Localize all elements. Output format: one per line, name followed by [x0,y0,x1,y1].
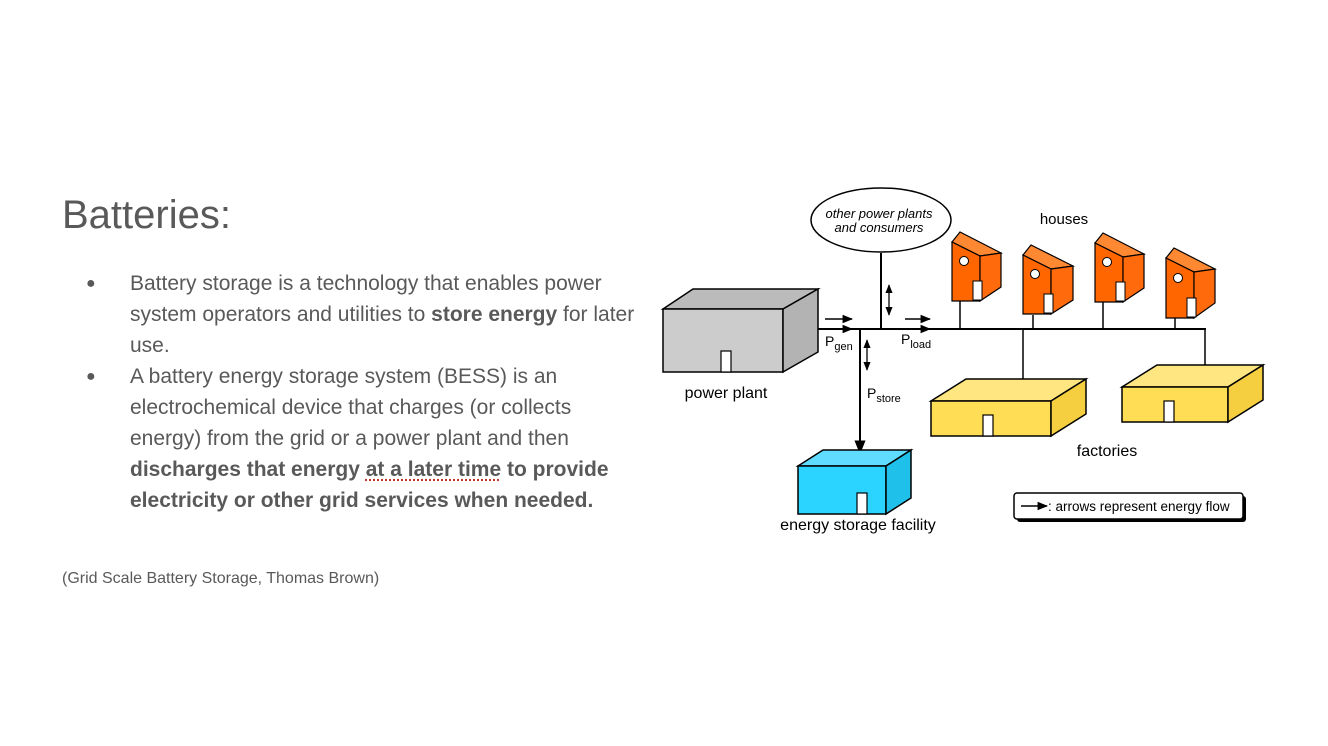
p-store-label: Pstore [867,385,901,405]
power-plant-building [660,287,821,374]
bullet-bold-text: discharges that energy [130,458,366,481]
power-plant-label: power plant [685,385,768,402]
house-building [1022,244,1076,316]
house-building [1165,247,1217,320]
bullet-list: ● Battery storage is a technology that e… [86,268,646,516]
bullet-item: ● Battery storage is a technology that e… [86,268,646,361]
bullet-text: A battery energy storage system (BESS) i… [130,365,572,450]
slide-title: Batteries: [62,193,231,237]
factories-label: factories [1077,443,1137,460]
bullet-bold-text: to provide electricity or other grid ser… [130,458,609,512]
energy-storage-building [795,448,914,516]
p-gen-label: Pgen [825,333,853,353]
legend-box: : arrows represent energy flow [1013,492,1246,522]
houses-label: houses [1040,211,1088,228]
bullet-dot-icon: ● [86,275,96,292]
energy-flow-diagram: other power plants and consumers power p… [660,187,1266,534]
bullet-bold-text: store energy [431,303,558,326]
factory-building [1119,363,1266,424]
bullet-bold-underlined-text[interactable]: at a later time [365,458,502,481]
ellipse-label: other power plants [826,206,933,221]
other-plants-ellipse [810,187,952,253]
citation: (Grid Scale Battery Storage, Thomas Brow… [62,570,380,587]
storage-label: energy storage facility [780,517,936,534]
p-load-label: Pload [901,331,931,351]
house-building [1094,232,1146,304]
bullet-dot-icon: ● [86,368,96,385]
house-building [951,231,1003,303]
bullet-item: ● A battery energy storage system (BESS)… [86,361,646,516]
bullet-text: for later use. [130,303,635,357]
ellipse-label: and consumers [835,220,924,235]
factory-building [928,377,1089,438]
legend-text: : arrows represent energy flow [1048,499,1230,514]
bullet-text: Battery storage is a technology that ena… [130,272,602,326]
